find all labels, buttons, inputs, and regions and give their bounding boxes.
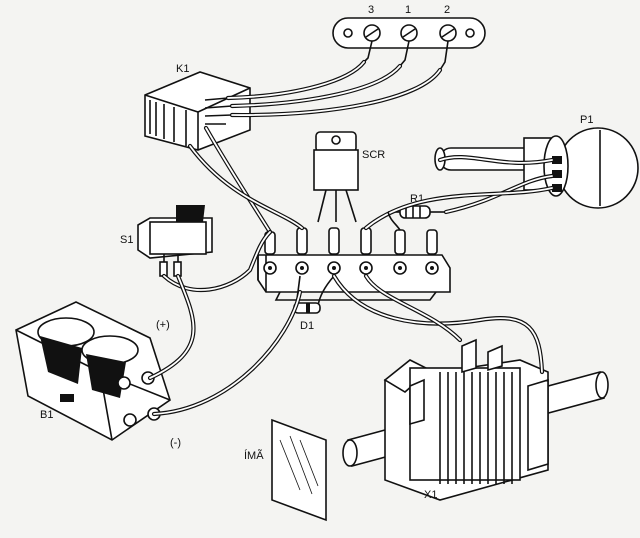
scr-thyristor: SCR: [313, 131, 385, 223]
terminal-label-3: 3: [368, 4, 374, 16]
relay-k1: K1: [144, 63, 251, 151]
switch-s1: S1: [120, 205, 213, 277]
label-x1: X1: [424, 489, 437, 501]
label-p1: P1: [580, 114, 593, 126]
terminal-screw-2: [439, 24, 457, 42]
terminal-label-2: 2: [444, 4, 450, 16]
label-ima: ÍMÃ: [244, 449, 264, 462]
label-d1: D1: [300, 320, 314, 332]
label-scr: SCR: [362, 149, 385, 161]
terminal-screw-3: [363, 24, 381, 42]
terminal-screw-1: [400, 24, 418, 42]
coil-x1: X1: [342, 338, 609, 501]
top-terminal-strip: 3 1 2: [332, 4, 486, 71]
label-k1: K1: [176, 63, 189, 75]
wires: [147, 59, 555, 417]
label-s1: S1: [120, 234, 133, 246]
main-terminal-strip: [257, 227, 451, 301]
label-b1: B1: [40, 409, 53, 421]
label-plus: (+): [156, 319, 170, 331]
potentiometer-p1: P1: [434, 114, 639, 209]
label-minus: (-): [170, 437, 181, 449]
magnet: ÍMÃ: [244, 418, 327, 522]
terminal-label-1: 1: [405, 4, 411, 16]
